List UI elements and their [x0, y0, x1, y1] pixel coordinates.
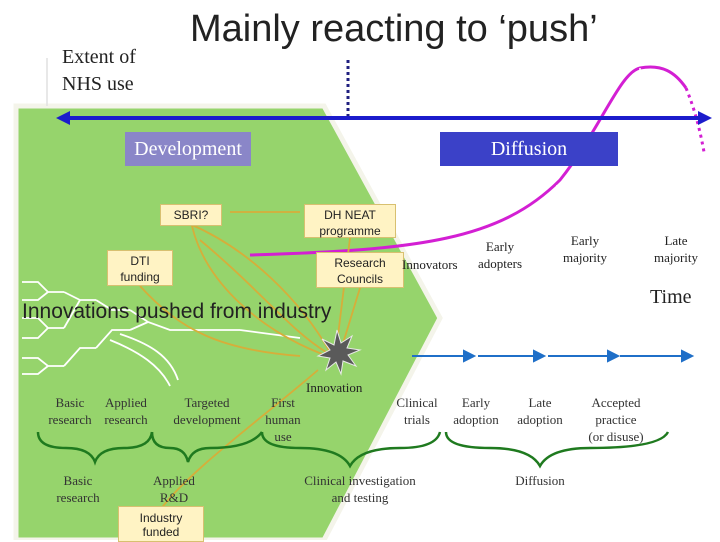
- group-line: Basic: [63, 473, 93, 488]
- group-diffusion: Diffusion: [515, 473, 565, 488]
- curve-label-line: Early: [485, 239, 515, 254]
- pushed-from-industry-label: Innovations pushed from industry: [22, 300, 332, 323]
- industry-line: Industry: [139, 511, 183, 525]
- stage-line: trials: [404, 412, 430, 427]
- stage-line: Late: [528, 395, 552, 410]
- dh-neat-box: DH NEAT programme: [304, 204, 396, 238]
- stage-line: adoption: [517, 412, 563, 427]
- stage-line: First: [271, 395, 295, 410]
- curve-label-line: Early: [570, 233, 600, 248]
- early-majority-label: Early majority: [552, 232, 618, 266]
- stage-first-human-use: First human use: [258, 394, 308, 445]
- stage-line: development: [173, 412, 241, 427]
- stage-line: human: [265, 412, 301, 427]
- stage-line: (or disuse): [588, 429, 644, 444]
- dh-neat-line: DH NEAT: [324, 208, 376, 222]
- stage-line: Basic: [55, 395, 85, 410]
- stage-late-adoption: Late adoption: [510, 394, 570, 428]
- stage-line: Applied: [105, 395, 147, 410]
- curve-label-line: adopters: [477, 256, 523, 271]
- stage-clinical-trials: Clinical trials: [390, 394, 444, 428]
- curve-label-line: majority: [562, 250, 608, 265]
- curve-label-line: Late: [664, 233, 688, 248]
- stage-line: Clinical: [396, 395, 438, 410]
- stage-line: practice: [595, 412, 637, 427]
- dti-line: DTI: [130, 254, 150, 268]
- group-line: R&D: [159, 490, 189, 505]
- diagram-title: Mainly reacting to ‘push’: [190, 8, 598, 50]
- late-majority-label: Late majority: [646, 232, 706, 266]
- innovators-label: Innovators: [402, 257, 458, 272]
- innovation-starburst: [316, 329, 362, 376]
- dh-neat-line: programme: [319, 224, 381, 238]
- industry-line: funded: [142, 525, 180, 539]
- diffusion-s-curve: [249, 65, 688, 257]
- funding-lines: [139, 211, 361, 511]
- diffusion-phase-box: Diffusion: [440, 132, 618, 166]
- progress-arrows: [412, 349, 695, 363]
- stage-applied-research: Applied research: [96, 394, 156, 428]
- sbri-box: SBRI?: [160, 204, 222, 226]
- y-axis-arrowhead: [43, 47, 51, 58]
- stage-accepted-practice: Accepted practice (or disuse): [580, 394, 652, 445]
- research-councils-line: Councils: [336, 272, 384, 286]
- stage-braces: [36, 431, 670, 469]
- stage-basic-research: Basic research: [40, 394, 100, 428]
- stage-line: Early: [461, 395, 491, 410]
- group-line: Applied: [153, 473, 195, 488]
- group-applied-rd: Applied R&D: [144, 472, 204, 506]
- group-line: Clinical investigation: [304, 473, 416, 488]
- stage-early-adoption: Early adoption: [446, 394, 506, 428]
- group-line: and testing: [331, 490, 389, 505]
- stage-targeted-development: Targeted development: [166, 394, 248, 428]
- stage-line: Targeted: [184, 395, 230, 410]
- stage-line: research: [104, 412, 148, 427]
- stage-line: Accepted: [591, 395, 641, 410]
- dti-line: funding: [120, 270, 160, 284]
- y-axis-label-line: Extent of: [62, 46, 136, 68]
- dti-funding-box: DTI funding: [107, 250, 173, 286]
- stage-line: use: [274, 429, 292, 444]
- early-adopters-label: Early adopters: [472, 238, 528, 272]
- group-clinical-investigation: Clinical investigation and testing: [290, 472, 430, 506]
- innovation-label: Innovation: [306, 380, 363, 395]
- development-phase-box: Development: [125, 132, 251, 166]
- stage-line: research: [48, 412, 92, 427]
- y-axis-label: Extent of NHS use: [62, 44, 136, 98]
- stage-line: adoption: [453, 412, 499, 427]
- research-councils-line: Research: [334, 256, 386, 270]
- curve-label-line: majority: [653, 250, 699, 265]
- research-councils-box: Research Councils: [316, 252, 404, 288]
- y-axis-label-line: NHS use: [62, 73, 134, 95]
- timeline-arrowhead-left: [56, 111, 70, 125]
- industry-funded-box: Industry funded: [118, 506, 204, 542]
- x-axis-label: Time: [650, 286, 692, 308]
- group-basic-research: Basic research: [48, 472, 108, 506]
- timeline-arrowhead-right: [698, 111, 712, 125]
- research-tree: [22, 281, 301, 387]
- group-line: research: [56, 490, 100, 505]
